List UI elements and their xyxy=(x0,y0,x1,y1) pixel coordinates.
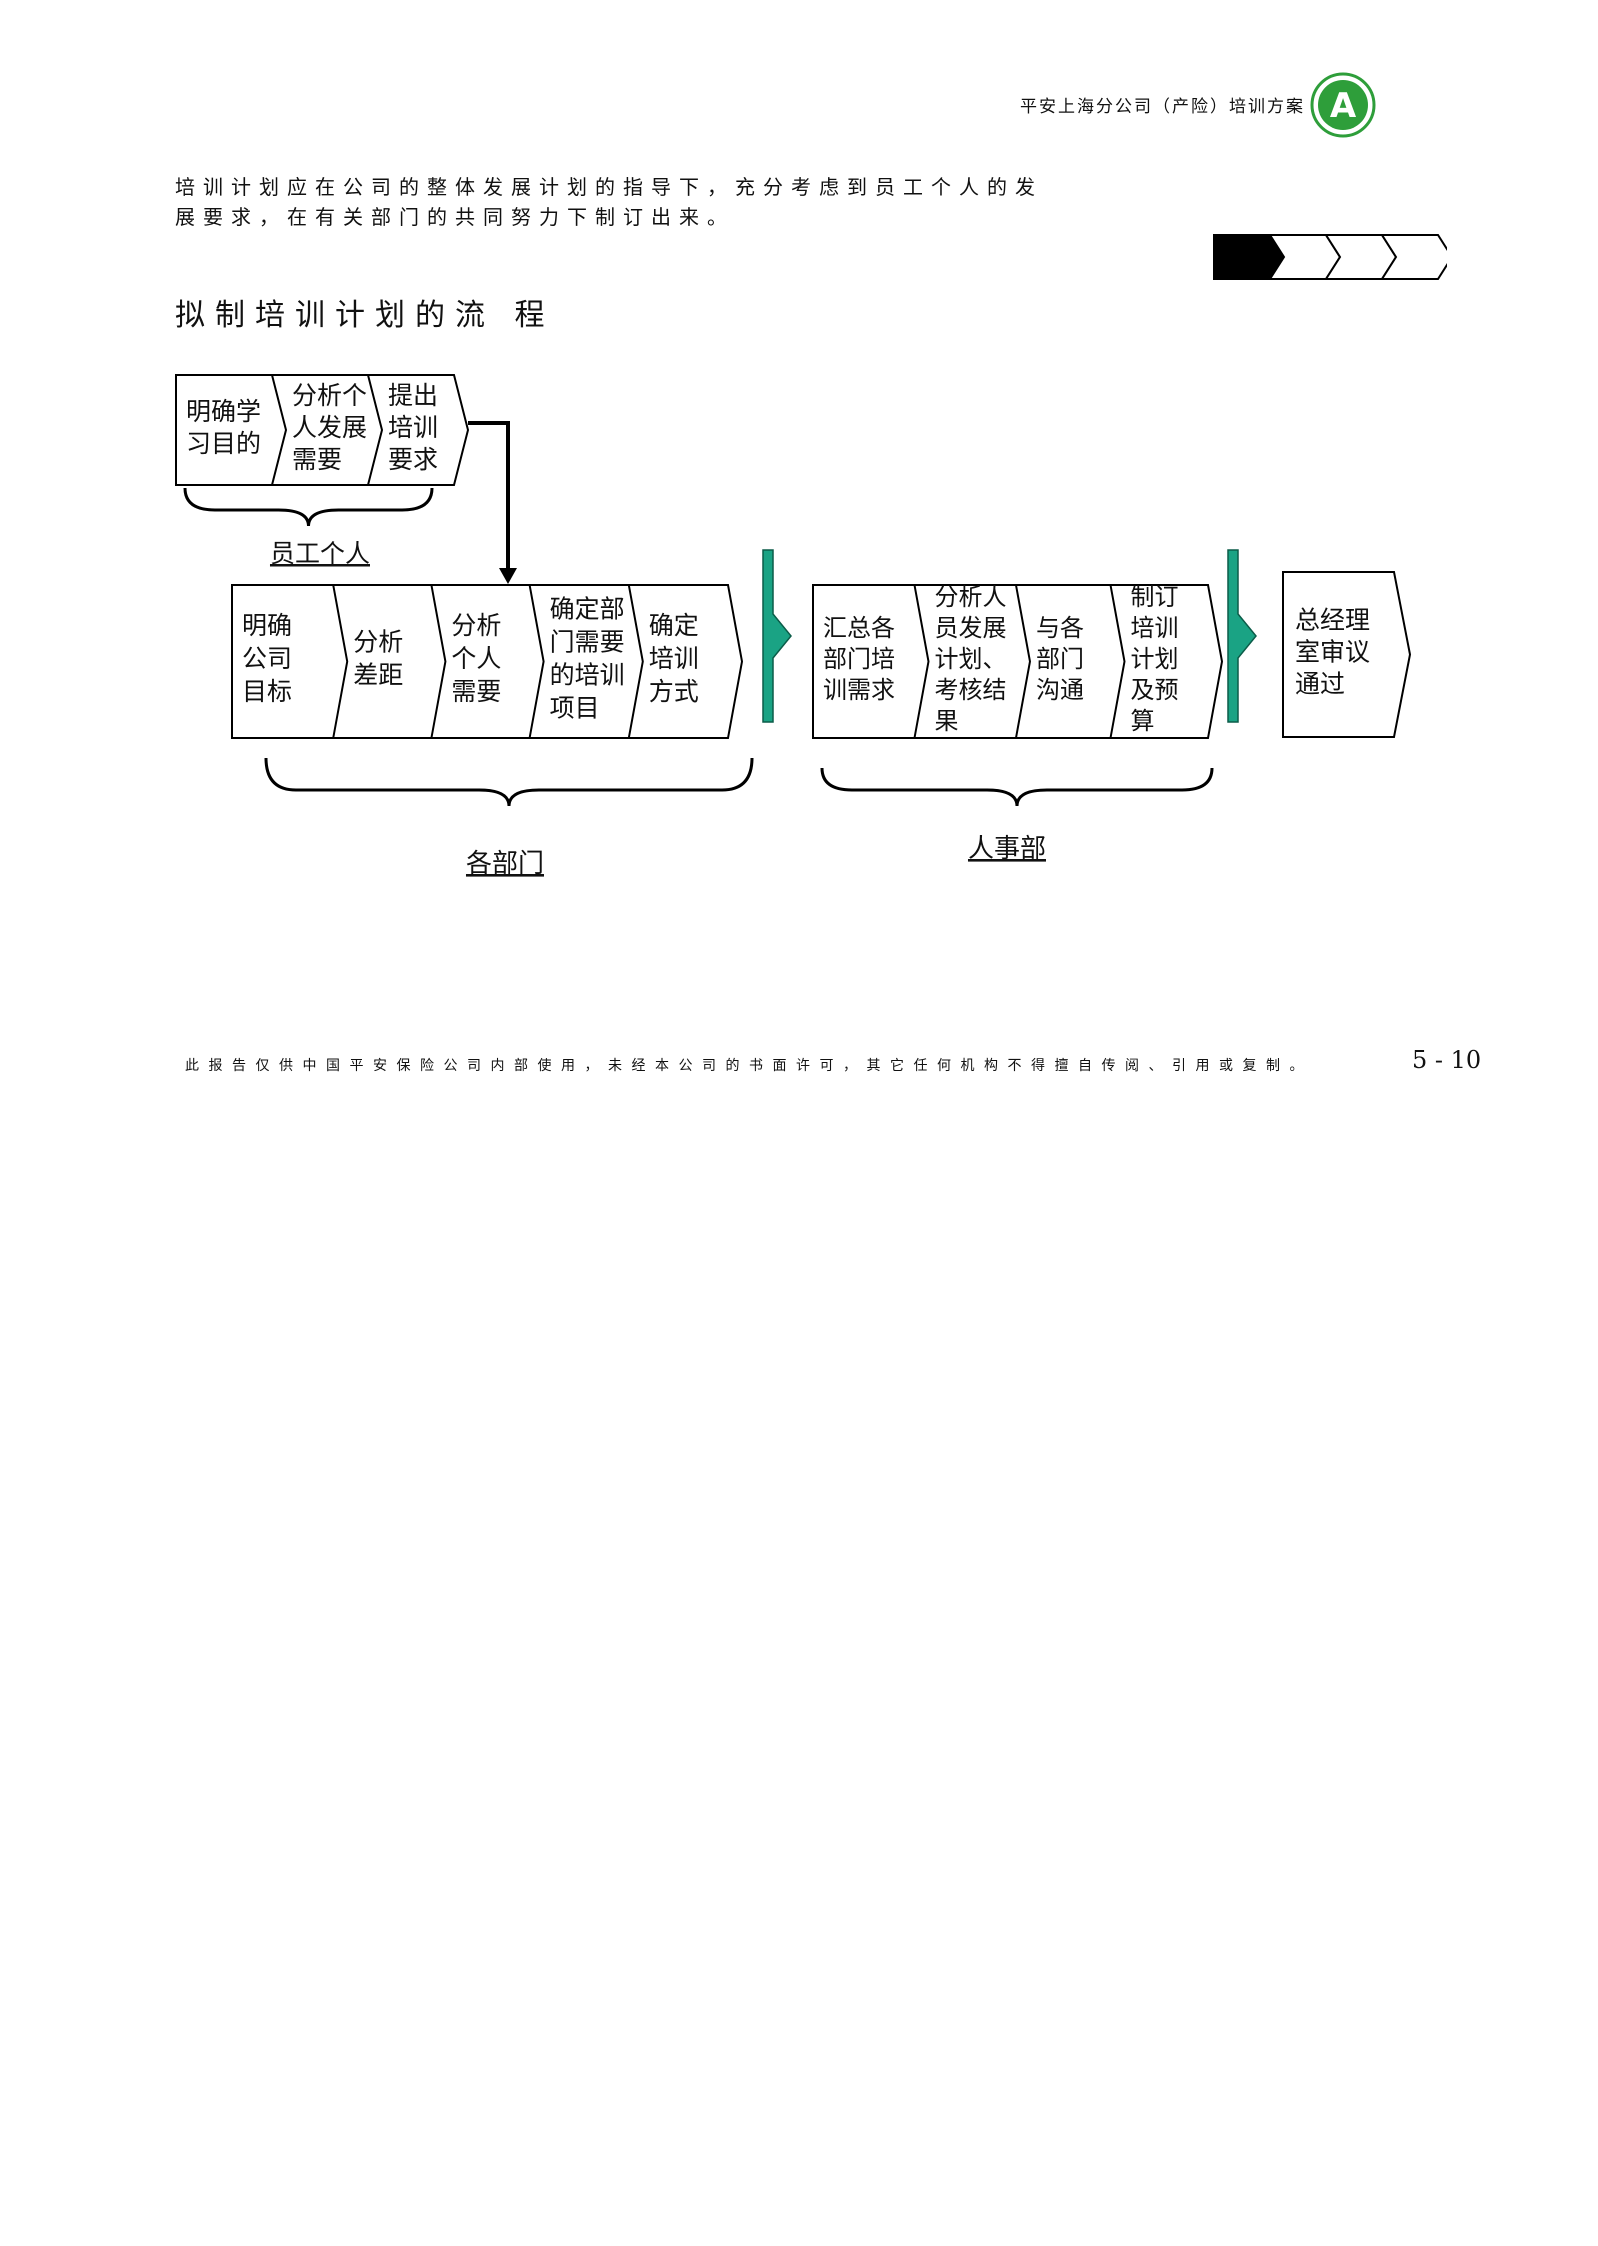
hr-step-4: 制订培训计划及预算 xyxy=(1130,583,1178,735)
intro-line-2: 展要求，在有关部门的共同努力下制订出来。 xyxy=(175,205,735,229)
step-text-line: 训需求 xyxy=(823,676,895,704)
step-text-line: 通过 xyxy=(1295,670,1345,699)
department-label: 各部门 xyxy=(466,849,544,879)
progress-chevron-4 xyxy=(1380,234,1447,280)
step-text-line: 员发展 xyxy=(934,614,1006,642)
employee-divider xyxy=(271,374,288,486)
step-text-line: 汇总各 xyxy=(823,614,895,642)
hr-step-1: 汇总各部门培训需求 xyxy=(823,614,895,704)
down-connector-line xyxy=(468,421,510,570)
step-text-line: 确定 xyxy=(649,611,699,640)
hr-label: 人事部 xyxy=(968,834,1046,864)
step-text-line: 的培训 xyxy=(550,661,625,690)
down-connector-arrowhead xyxy=(499,568,517,584)
step-text-line: 公司 xyxy=(242,644,292,673)
hr-divider xyxy=(1014,584,1031,739)
employee-outline xyxy=(175,374,470,486)
step-text-line: 分析 xyxy=(353,628,403,657)
final-step-outline xyxy=(1282,571,1412,738)
step-text-line: 个人 xyxy=(451,644,501,673)
step-text-line: 确定部 xyxy=(550,595,625,624)
step-text-line: 培训 xyxy=(388,413,438,442)
footer-confidentiality-note: 此报告仅供中国平安保险公司内部使用，未经本公司的书面许可，其它任何机构不得擅自传… xyxy=(185,1058,1313,1074)
department-step-2: 分析差距 xyxy=(353,628,403,690)
step-text-line: 项目 xyxy=(550,694,600,723)
step-text-line: 人发展 xyxy=(292,413,367,442)
step-text-line: 培训 xyxy=(649,644,699,673)
step-text-line: 分析人 xyxy=(934,583,1006,611)
step-text-line: 方式 xyxy=(649,677,699,706)
hr-divider xyxy=(913,584,930,739)
step-text-line: 部门培 xyxy=(823,645,895,673)
employee-label: 员工个人 xyxy=(270,539,370,568)
final-step: 总经理室审议通过 xyxy=(1295,606,1370,699)
step-text-line: 室审议 xyxy=(1295,638,1370,667)
header-title: 平安上海分公司（产险）培训方案 xyxy=(1020,97,1305,117)
logo-letter: A xyxy=(1330,86,1357,126)
step-text-line: 考核结 xyxy=(934,676,1006,704)
employee-step-3: 提出培训要求 xyxy=(388,381,438,474)
hr-divider xyxy=(1109,584,1126,739)
step-text-line: 差距 xyxy=(353,661,403,690)
step-text-line: 与各 xyxy=(1036,614,1084,642)
department-brace xyxy=(264,757,754,807)
employee-brace xyxy=(183,487,434,527)
section-title: 拟制培训计划的流 程 xyxy=(175,298,555,333)
step-text-line: 目标 xyxy=(242,677,292,706)
step-text-line: 沟通 xyxy=(1036,676,1084,704)
step-text-line: 总经理 xyxy=(1295,606,1370,635)
step-text-line: 果 xyxy=(934,707,958,735)
department-step-3: 分析个人需要 xyxy=(451,611,501,706)
step-text-line: 部门 xyxy=(1036,645,1084,673)
step-text-line: 分析个 xyxy=(292,381,367,410)
step-text-line: 及预 xyxy=(1130,676,1178,704)
step-text-line: 需要 xyxy=(292,445,342,474)
hr-brace xyxy=(820,767,1214,807)
step-text-line: 要求 xyxy=(388,445,438,474)
department-divider xyxy=(332,584,349,739)
step-text-line: 门需要 xyxy=(550,628,625,657)
company-logo: A xyxy=(1310,72,1376,138)
intro-line-1: 培训计划应在公司的整体发展计划的指导下，充分考虑到员工个人的发 xyxy=(175,175,1043,199)
step-text-line: 制订 xyxy=(1130,583,1178,611)
step-text-line: 需要 xyxy=(451,677,501,706)
step-text-line: 培训 xyxy=(1130,614,1178,642)
department-step-4: 确定部门需要的培训项目 xyxy=(550,595,625,723)
hr-step-3: 与各部门沟通 xyxy=(1036,614,1084,704)
employee-divider xyxy=(367,374,384,486)
step-text-line: 计划、 xyxy=(934,645,1006,673)
step-text-line: 明确学 xyxy=(186,397,261,426)
green-connector-1 xyxy=(762,549,792,723)
department-outline xyxy=(231,584,744,739)
step-text-line: 明确 xyxy=(242,611,292,640)
green-connector-2 xyxy=(1227,549,1257,723)
employee-step-2: 分析个人发展需要 xyxy=(292,381,367,474)
intro-paragraph: 培训计划应在公司的整体发展计划的指导下，充分考虑到员工个人的发 展要求，在有关部… xyxy=(175,172,1095,232)
hr-step-2: 分析人员发展计划、考核结果 xyxy=(934,583,1006,735)
page-number: 5 - 10 xyxy=(1412,1046,1482,1074)
hr-outline xyxy=(812,584,1224,739)
department-divider xyxy=(430,584,447,739)
step-text-line: 提出 xyxy=(388,381,438,410)
step-text-line: 习目的 xyxy=(186,429,261,458)
step-text-line: 算 xyxy=(1130,707,1154,735)
step-text-line: 计划 xyxy=(1130,645,1178,673)
progress-indicator xyxy=(1213,234,1447,280)
department-divider xyxy=(627,584,644,739)
step-text-line: 分析 xyxy=(451,611,501,640)
employee-step-1: 明确学习目的 xyxy=(186,397,261,458)
department-step-5: 确定培训方式 xyxy=(649,611,699,706)
department-divider xyxy=(528,584,545,739)
department-step-1: 明确公司目标 xyxy=(242,611,292,706)
